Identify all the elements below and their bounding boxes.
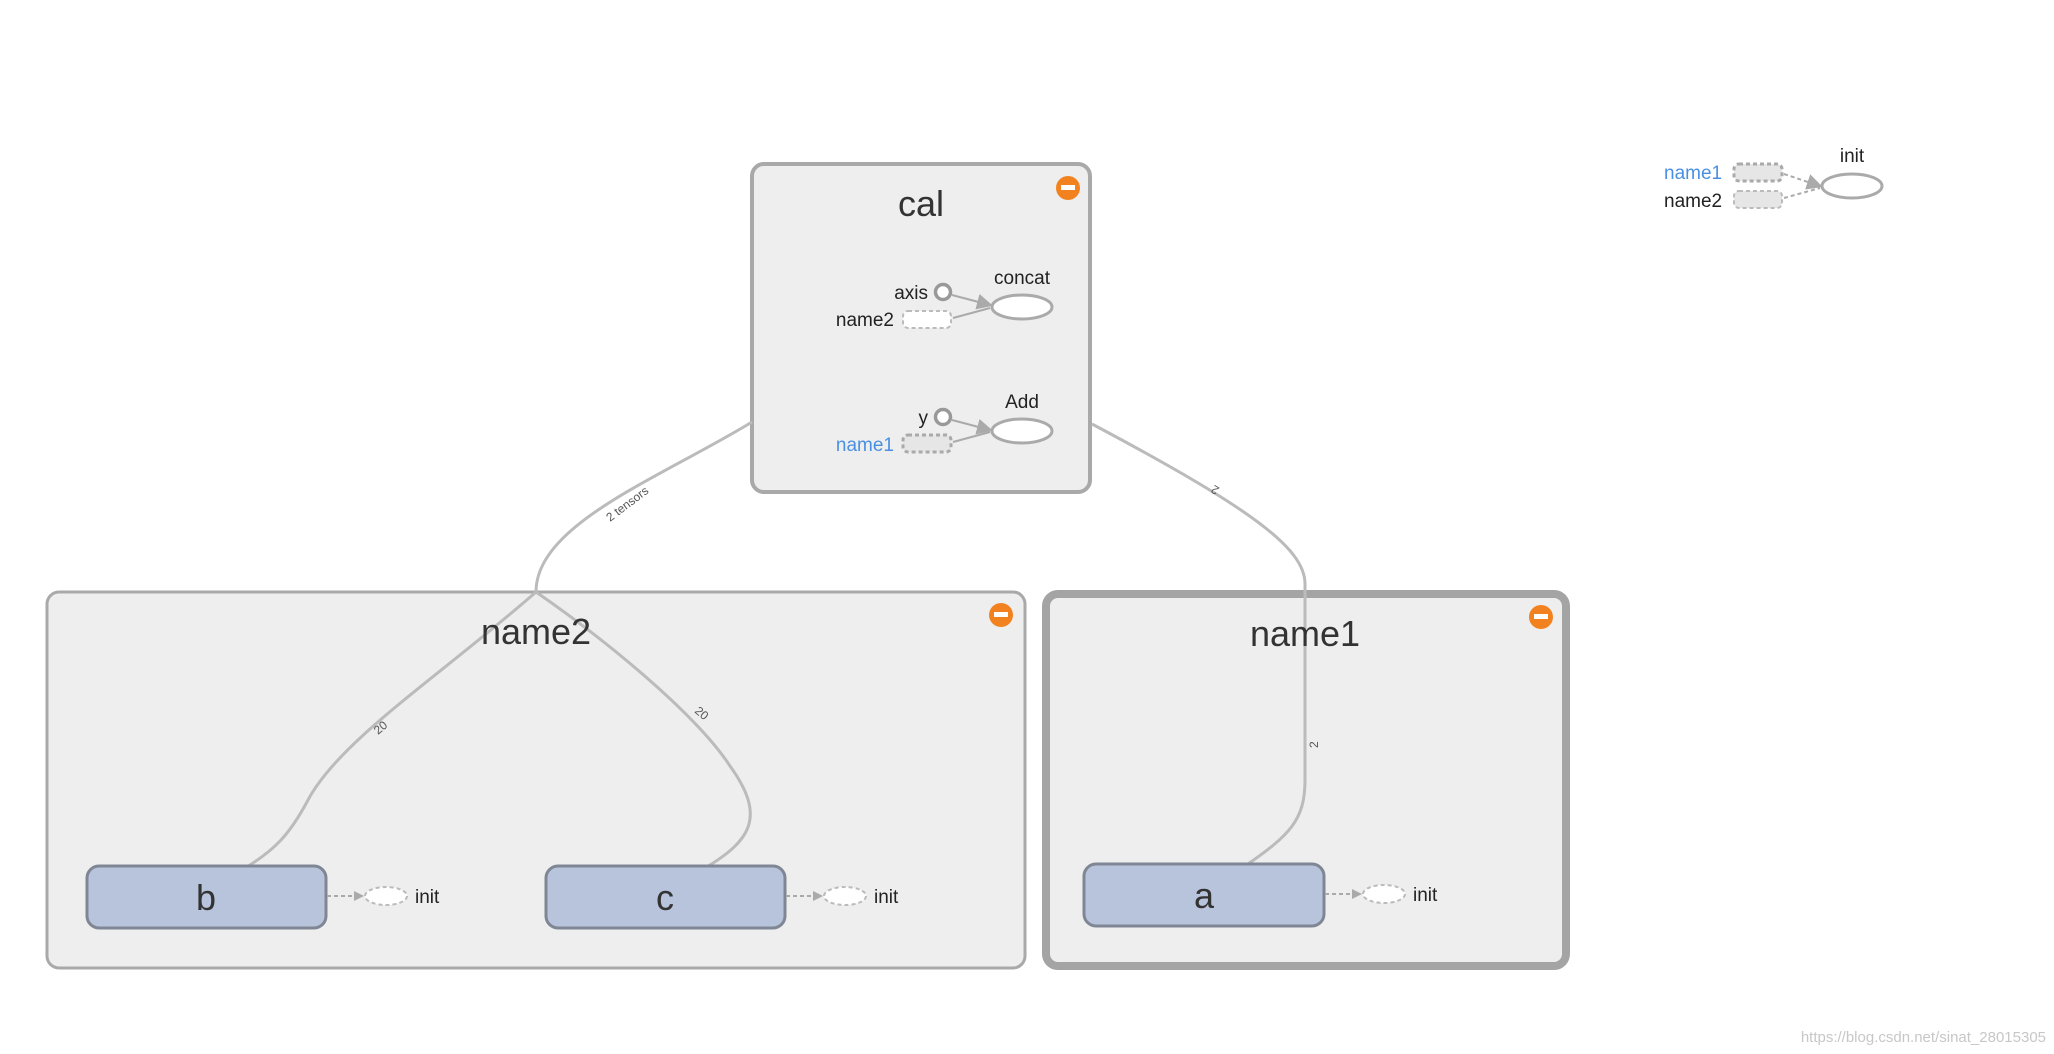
init-input-name2-ref[interactable] [1733, 190, 1783, 209]
name1-group-title: name1 [1250, 613, 1360, 654]
edge-label-name2-to-cal: 2 tensors [603, 484, 651, 525]
init-name1-edge [1783, 173, 1823, 190]
concat-input-axis-label: axis [894, 283, 928, 304]
add-input-name1-label[interactable]: name1 [836, 435, 894, 456]
concat-input-axis-const[interactable] [933, 282, 953, 302]
add-input-name1-ref[interactable] [901, 433, 953, 454]
concat-input-name2-label: name2 [836, 310, 894, 331]
init-op-label: init [1840, 146, 1865, 167]
add-input-y-const[interactable] [933, 407, 953, 427]
add-y-edge [951, 418, 993, 435]
node-c-init-label: init [874, 887, 899, 908]
node-c-init-op[interactable] [823, 886, 867, 906]
node-b-init-op[interactable] [364, 886, 408, 906]
minus-icon [994, 612, 1008, 617]
node-c-label: c [656, 877, 674, 918]
edge-name1-to-cal [1091, 422, 1307, 868]
init-input-name1-label[interactable]: name1 [1664, 163, 1722, 184]
minus-icon [1061, 185, 1075, 190]
add-op-label: Add [1005, 392, 1039, 413]
cal-collapse-button[interactable] [1056, 176, 1080, 200]
init-input-name2-label: name2 [1664, 191, 1722, 212]
edge-c-to-name2 [535, 590, 752, 870]
watermark: https://blog.csdn.net/sinat_28015305 [1801, 1029, 2046, 1046]
concat-input-name2-ref[interactable] [902, 310, 952, 329]
minus-icon [1534, 614, 1548, 619]
node-a-init-label: init [1413, 885, 1438, 906]
init-input-name1-ref[interactable] [1732, 162, 1784, 183]
add-op-node[interactable] [990, 417, 1054, 445]
name1-collapse-button[interactable] [1529, 605, 1553, 629]
init-name2-edge [1783, 187, 1821, 199]
concat-axis-edge [951, 293, 993, 310]
init-op-node[interactable] [1820, 172, 1884, 200]
edge-label-a-to-name1: 2 [1307, 741, 1321, 748]
name2-collapse-button[interactable] [989, 603, 1013, 627]
name2-group-title: name2 [481, 611, 591, 652]
node-a-label: a [1194, 875, 1215, 916]
add-input-y-label: y [919, 408, 929, 429]
node-b-init-label: init [415, 887, 440, 908]
add-name1-edge [952, 431, 991, 443]
concat-name2-edge [952, 307, 991, 319]
cal-group-title: cal [898, 183, 944, 224]
edge-name2-to-cal [534, 420, 753, 593]
node-a[interactable] [1082, 862, 1326, 928]
node-c[interactable] [544, 864, 787, 930]
concat-op-node[interactable] [990, 293, 1054, 321]
node-b-label: b [196, 877, 216, 918]
concat-op-label: concat [994, 268, 1051, 289]
node-b[interactable] [85, 864, 328, 930]
node-a-init-op[interactable] [1362, 884, 1406, 904]
edge-b-to-name2 [244, 590, 537, 870]
